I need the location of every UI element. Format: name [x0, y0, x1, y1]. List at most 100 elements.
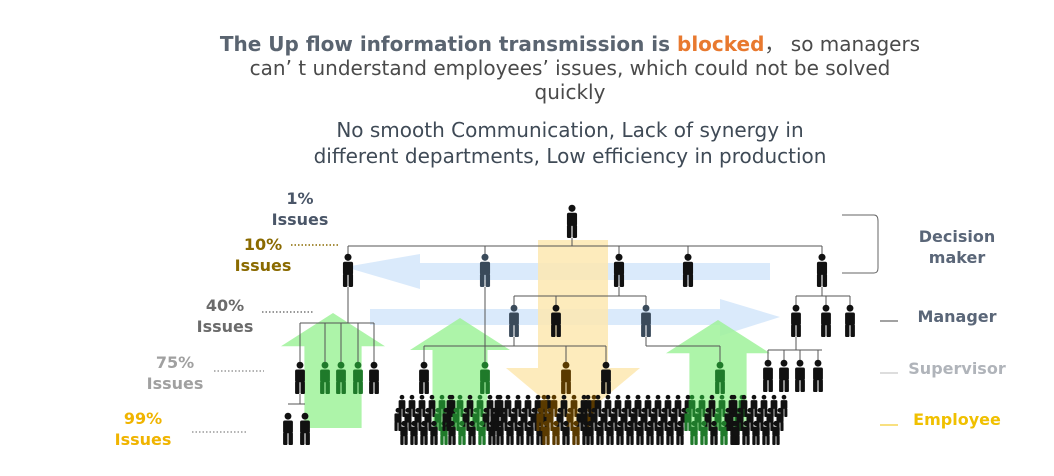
level-1-label: 1% Issues: [270, 188, 330, 230]
person-icon: [509, 304, 519, 337]
person-icon: [448, 420, 456, 445]
person-icon: [342, 253, 354, 287]
person-icon: [394, 407, 402, 431]
role-employee: Employee: [913, 410, 1001, 429]
person-icon: [552, 420, 560, 445]
person-icon: [715, 361, 725, 394]
headline-line: can’ t understand employees’ issues, whi…: [249, 56, 891, 80]
person-icon: [542, 420, 550, 445]
person-icon: [468, 420, 476, 445]
person-icon: [480, 361, 490, 394]
person-icon: [458, 420, 466, 445]
level-issues: Issues: [196, 317, 254, 336]
person-icon: [772, 420, 780, 445]
person-icon: [613, 253, 625, 287]
person-icon: [479, 253, 491, 287]
person-icon: [419, 361, 429, 394]
person-icon: [845, 304, 855, 337]
person-icon: [369, 361, 379, 394]
person-icon: [295, 361, 305, 394]
person-icon: [700, 420, 708, 445]
decision-maker-bracket: [842, 214, 879, 274]
person-icon: [779, 359, 789, 392]
person-icon: [763, 359, 773, 392]
person-icon: [720, 420, 728, 445]
subheadline-line: different departments, Low efficiency in…: [313, 144, 827, 168]
person-icon: [752, 420, 760, 445]
level-issues: Issues: [114, 430, 172, 449]
level-75-label: 75% Issues: [140, 352, 210, 394]
headline-part: ， so managers: [764, 32, 921, 56]
person-icon: [596, 420, 604, 445]
headline-highlight: blocked: [677, 32, 765, 56]
person-icon: [562, 420, 570, 445]
person-icon: [776, 407, 784, 431]
person-icon: [551, 304, 561, 337]
person-icon: [490, 407, 498, 431]
headline-line: quickly: [534, 80, 606, 104]
person-icon: [770, 394, 778, 417]
person-icon: [516, 420, 524, 445]
person-icon: [780, 394, 788, 417]
up-arrow-shape: [281, 313, 385, 428]
level-pct: 75%: [155, 353, 195, 372]
person-icon: [641, 304, 651, 337]
person-icon: [795, 359, 805, 392]
level-pct: 40%: [205, 296, 245, 315]
person-icon: [636, 420, 644, 445]
person-icon: [656, 420, 664, 445]
person-icon: [420, 420, 428, 445]
person-icon: [606, 420, 614, 445]
person-icon: [601, 361, 611, 394]
role-manager: Manager: [917, 307, 997, 326]
person-icon: [624, 394, 632, 417]
level-10-label: 10% Issues: [228, 234, 298, 276]
person-icon: [586, 420, 594, 445]
person-icon: [488, 420, 496, 445]
person-icon: [320, 361, 330, 394]
person-icon: [732, 420, 740, 445]
person-icon: [400, 420, 408, 445]
person-icon: [430, 420, 438, 445]
person-icon: [791, 304, 801, 337]
person-icon: [580, 407, 588, 431]
headline-part: The Up flow information transmission is: [219, 32, 677, 56]
person-icon: [740, 394, 748, 417]
person-icon: [442, 407, 450, 431]
person-icon: [336, 361, 346, 394]
person-icon: [816, 253, 828, 287]
person-icon: [410, 420, 418, 445]
level-issues: Issues: [271, 210, 329, 229]
person-icon: [630, 407, 638, 431]
person-icon: [520, 407, 528, 431]
person-icon: [742, 420, 750, 445]
person-icon: [821, 304, 831, 337]
level-issues: Issues: [146, 374, 204, 393]
person-icon: [616, 420, 624, 445]
person-icon: [526, 420, 534, 445]
person-icon: [283, 412, 293, 445]
person-icon: [762, 420, 770, 445]
person-icon: [654, 394, 662, 417]
subheadline-line: No smooth Communication, Lack of synergy…: [336, 118, 804, 142]
person-icon: [572, 420, 580, 445]
person-icon: [710, 420, 718, 445]
headline: The Up flow information transmission is …: [180, 32, 960, 104]
person-icon: [496, 420, 504, 445]
person-icon: [676, 420, 684, 445]
person-icon: [478, 420, 486, 445]
person-icon: [690, 420, 698, 445]
person-icon: [506, 420, 514, 445]
level-40-label: 40% Issues: [190, 295, 260, 337]
person-icon: [813, 359, 823, 392]
role-decision-maker: Decision maker: [918, 227, 996, 267]
person-icon: [566, 204, 578, 238]
role-supervisor: Supervisor: [908, 359, 1006, 378]
level-pct: 1%: [286, 189, 314, 208]
level-pct: 99%: [123, 409, 163, 428]
person-icon: [704, 407, 712, 431]
person-icon: [300, 412, 310, 445]
level-issues: Issues: [234, 256, 292, 275]
